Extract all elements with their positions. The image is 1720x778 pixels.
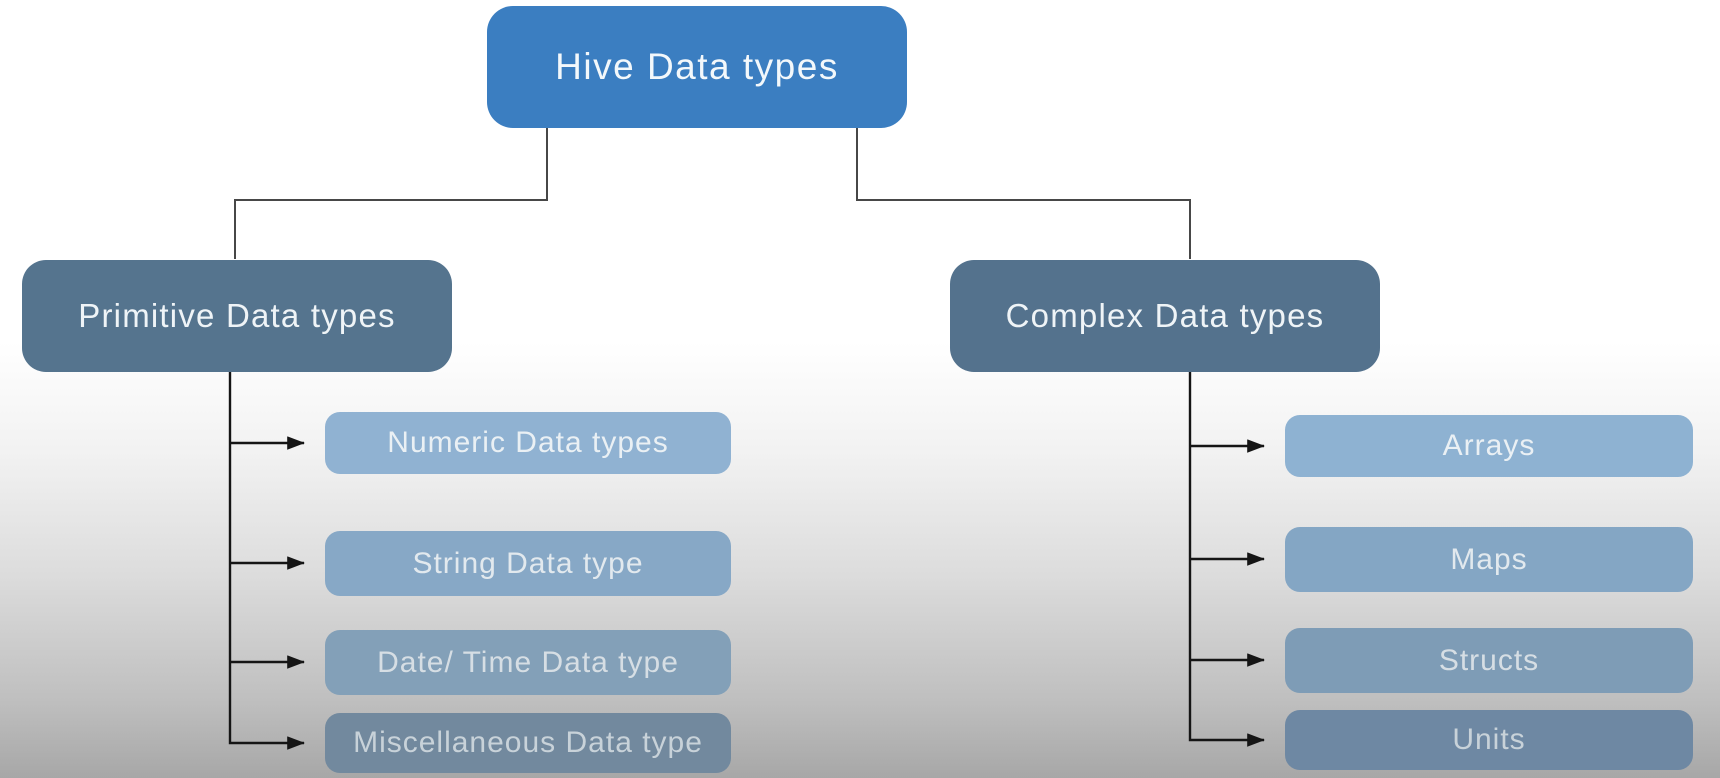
node-numeric-data-types: Numeric Data types (325, 412, 731, 474)
node-complex-data-types: Complex Data types (950, 260, 1380, 372)
node-string-data-type-label: String Data type (412, 546, 644, 580)
node-string-data-type: String Data type (325, 531, 731, 596)
connector-root-to-complex (856, 128, 1191, 259)
node-primitive-data-types: Primitive Data types (22, 260, 452, 372)
node-primitive-data-types-label: Primitive Data types (78, 297, 396, 334)
arrow-primitive-to-miscellaneous (228, 372, 305, 750)
node-arrays: Arrays (1285, 415, 1693, 477)
node-complex-data-types-label: Complex Data types (1005, 297, 1325, 334)
node-structs-label: Structs (1438, 643, 1540, 677)
connector-root-to-primitive (234, 128, 548, 259)
node-hive-data-types-label: Hive Data types (555, 46, 839, 87)
node-hive-data-types: Hive Data types (487, 6, 907, 128)
node-date-time-data-type: Date/ Time Data type (325, 630, 731, 695)
node-maps: Maps (1285, 527, 1693, 592)
node-miscellaneous-data-type: Miscellaneous Data type (325, 713, 731, 773)
node-units-label: Units (1452, 723, 1526, 756)
node-units: Units (1285, 710, 1693, 770)
node-date-time-data-type-label: Date/ Time Data type (377, 645, 679, 679)
node-arrays-label: Arrays (1442, 429, 1536, 462)
node-miscellaneous-data-type-label: Miscellaneous Data type (353, 726, 703, 759)
arrow-complex-to-units (1188, 372, 1265, 747)
node-structs: Structs (1285, 628, 1693, 693)
node-numeric-data-types-label: Numeric Data types (387, 426, 669, 459)
node-maps-label: Maps (1450, 542, 1528, 576)
